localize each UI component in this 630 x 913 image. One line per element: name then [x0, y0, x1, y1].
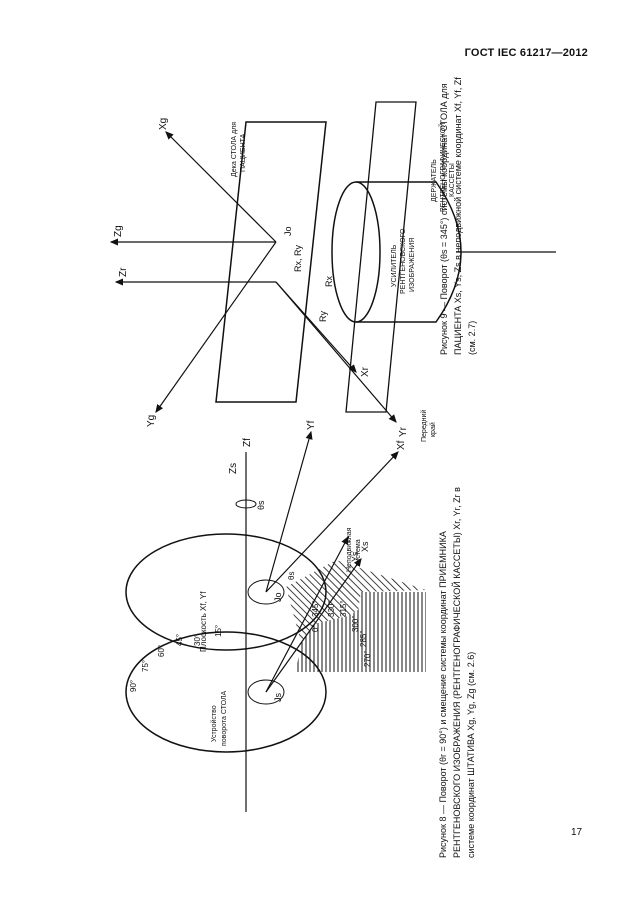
figures-area: Zf Zs θs Yf Xf Ys Xs Jo Js θs Плоскость …	[96, 82, 596, 842]
figures-svg: Zf Zs θs Yf Xf Ys Xs Jo Js θs Плоскость …	[109, 101, 556, 812]
fig8-table-top	[215, 121, 327, 403]
fig9-angle: 315°	[339, 600, 348, 617]
document-header: ГОСТ IEC 61217—2012	[464, 47, 588, 59]
fig8-intensifier-label-1: УСИЛИТЕЛЬ	[391, 244, 398, 287]
fig8-yg-axis	[155, 241, 277, 413]
fig9-js-label: Js	[273, 693, 283, 703]
fig8-yg-label: Yg	[146, 415, 157, 427]
fig9-angle: 270°	[363, 650, 372, 667]
fig8-intensifier-label-2: РЕНТГЕНОВСКОГО	[400, 228, 407, 294]
fig8-xg-axis	[165, 131, 277, 243]
fig8-rxry-label: Rx, Ry	[293, 245, 303, 273]
figure9-diagram: Zf Zs θs Yf Xf Ys Xs Jo Js θs Плоскость …	[125, 420, 426, 812]
fig8-table-label-2: ПАЦИЕНТА	[240, 133, 247, 172]
fig9-theta-s-label: θs	[256, 500, 266, 510]
fig8-cassette-plane	[345, 101, 417, 413]
fig9-xf-label: Xf	[396, 440, 407, 450]
fig9-angle: 90°	[129, 680, 138, 692]
figure8-caption: Рисунок 8 — Поворот (θr = 90°) и смещени…	[438, 487, 476, 858]
fig8-jo-label: Jo	[283, 226, 293, 236]
fig8-yr-label: Yr	[398, 426, 409, 437]
fig9-angle: 15°	[214, 625, 223, 637]
fig8-xr-axis	[275, 281, 357, 373]
fig9-angle: 60°	[157, 645, 166, 657]
fig8-table-label-1: Дека СТОЛА для	[231, 122, 238, 177]
fig9-jo-label: Jo	[273, 592, 283, 602]
fig9-fixed-label-1: Неподвижная	[346, 527, 353, 572]
fig9-angle: 300°	[351, 615, 360, 632]
fig9-xf-axis	[265, 451, 399, 593]
fig9-angle: 285°	[359, 630, 368, 647]
fig8-cassette-label-2: РЕНТГЕНОГРАФИЧЕСКОЙ	[438, 123, 447, 212]
fig8-ry-label: Ry	[318, 311, 328, 322]
fig9-ys-label: Ys	[350, 551, 360, 562]
fig9-angle: 330°	[327, 600, 336, 617]
fig8-xg-label: Xg	[158, 118, 169, 130]
fig9-plane-inner	[247, 579, 285, 605]
fig9-plane-label: Плоскость Xf, Yf	[199, 591, 208, 652]
fig9-angle: 345°	[311, 600, 320, 617]
fig9-hatch-diagonal	[286, 560, 426, 642]
fig9-xs-label: Xs	[360, 541, 370, 552]
fig9-rotation-arrow	[235, 499, 257, 509]
fig8-cassette-label-3: КАССЕТЫ	[449, 163, 456, 197]
fig8-intensifier-label-3: ИЗОБРАЖЕНИЯ	[409, 238, 416, 292]
fig8-front-edge-2: край	[429, 422, 437, 437]
fig9-device-label-1: Устройство	[210, 705, 218, 742]
fig9-hatch-horizontal	[296, 592, 426, 672]
fig9-xs-axis	[265, 558, 362, 693]
fig9-angles-lower: 0° 345° 330° 315° 300° 285° 270°	[311, 600, 372, 667]
fig9-yf-label: Yf	[306, 420, 317, 430]
figure8-diagram: Zr Zg Xg Yg Yr Xr Jo Rx, Ry Ry Rx Передн…	[109, 101, 556, 442]
fig9-angles-upper: 90° 75° 60° 45° 30° 15°	[129, 625, 223, 692]
fig8-zr-label: Zr	[118, 267, 129, 277]
fig8-cassette-label-1: ДЕРЖАТЕЛЬ	[431, 159, 438, 202]
fig9-angle: 45°	[175, 634, 184, 646]
fig8-front-edge-1: Передний	[420, 410, 428, 442]
fig9-yf-axis	[265, 430, 313, 593]
fig9-angle: 30°	[193, 634, 202, 646]
page-number: 17	[571, 827, 583, 838]
fig9-fixed-label-2: система	[355, 539, 362, 566]
fig9-ys-axis	[265, 535, 349, 693]
fig9-device-label-2: поворота СТОЛА	[221, 690, 228, 746]
fig9-theta-inner-label: θs	[287, 572, 296, 580]
figure9-caption: Рисунок 9 — Поворот (θs = 345°) системы …	[439, 77, 477, 355]
fig9-angle: 75°	[141, 660, 150, 672]
fig8-intensifier-top	[331, 181, 381, 323]
fig8-xr-label: Xr	[360, 366, 371, 377]
fig9-zs-label: Zs	[228, 463, 239, 474]
fig9-zf-label: Zf	[242, 438, 253, 447]
fig9-device-inner	[247, 679, 285, 705]
fig8-rx-label: Rx	[324, 276, 334, 287]
fig9-angle: 0°	[311, 624, 320, 632]
fig9-device-ellipse	[125, 631, 327, 753]
fig8-zg-label: Zg	[113, 225, 124, 237]
fig9-plane-ellipse	[125, 533, 327, 651]
